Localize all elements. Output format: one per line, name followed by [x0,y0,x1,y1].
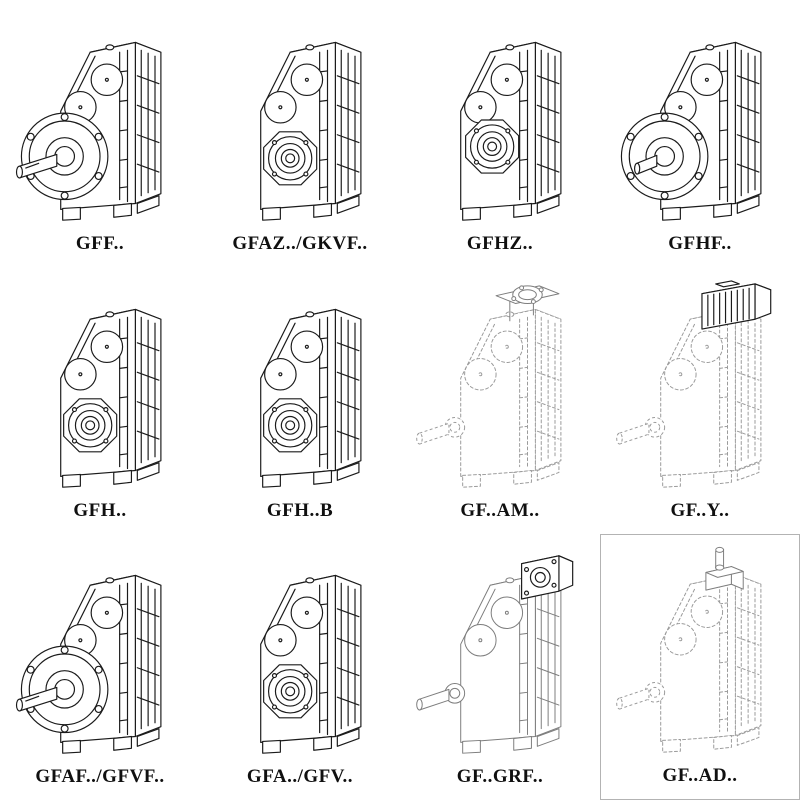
model-label: GF..Y.. [670,500,730,521]
catalog-item-gfhf: GFHF.. [600,0,800,267]
gearbox-drawing-input-flange [416,285,562,488]
gearbox-drawing-flange-stub [620,41,762,221]
gearbox-drawing-hollow-shaft [260,308,362,488]
catalog-item-gff: GFF.. [0,0,200,267]
model-label: GFAZ../GKVF.. [232,233,368,254]
model-label: GFHZ.. [466,233,534,254]
gearbox-drawing-hollow-shaft [260,574,362,754]
model-label: GFA../GFV.. [246,766,354,787]
catalog-item-gf-am: GF..AM.. [400,267,600,534]
catalog-item-gfaf-gfvf: GFAF../GFVF.. [0,534,200,800]
catalog-item-gfh-b: GFH..B [200,267,400,534]
gearbox-drawing-motor-mounted [616,280,772,488]
gearbox-drawing-hollow-shaft [260,41,362,221]
model-label: GFAF../GFVF.. [35,766,165,787]
model-label: GF..GRF.. [456,766,544,787]
model-label: GF..AD.. [662,765,738,786]
catalog-item-gf-grf: GF..GRF.. [400,534,600,800]
gearbox-drawing-hollow-shaft [460,41,562,221]
model-label: GFH.. [73,500,127,521]
model-label: GFH..B [266,500,334,521]
gearbox-drawing-flange-shaft [15,574,162,754]
gearbox-drawing-hollow-shaft [60,308,162,488]
catalog-item-gf-ad: GF..AD.. [600,534,800,800]
gearbox-drawing-servo-adapter [416,555,574,754]
model-label: GF..AM.. [460,500,540,521]
catalog-item-gfaz-gkvf: GFAZ../GKVF.. [200,0,400,267]
gearbox-drawing-top-input-shaft [616,546,762,753]
gearbox-drawing-flange-shaft [15,41,162,221]
catalog-item-gfh: GFH.. [0,267,200,534]
catalog-item-gfa-gfv: GFA../GFV.. [200,534,400,800]
model-label: GFHF.. [668,233,732,254]
catalog-item-gf-y: GF..Y.. [600,267,800,534]
model-label: GFF.. [75,233,125,254]
catalog-item-gfhz: GFHZ.. [400,0,600,267]
